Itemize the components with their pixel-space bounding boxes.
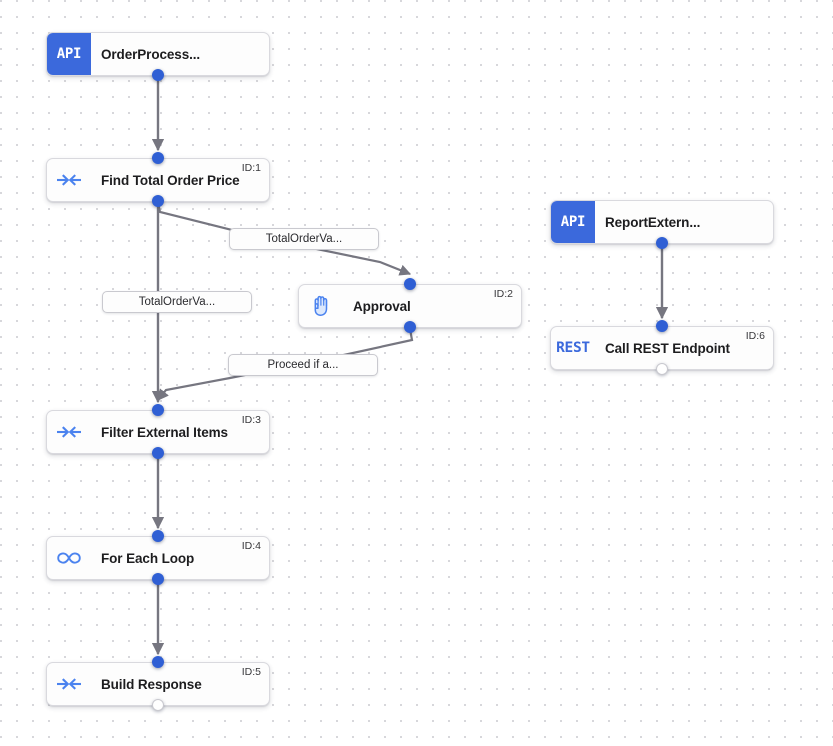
rest-badge-icon: REST xyxy=(556,340,590,356)
node-id-label: ID:5 xyxy=(241,666,261,678)
port-build-response-input[interactable] xyxy=(152,656,164,668)
edge-label-text: Proceed if a... xyxy=(267,359,339,371)
converging-arrows-icon xyxy=(47,159,91,201)
port-call-rest-output[interactable] xyxy=(656,363,668,375)
port-for-each-output[interactable] xyxy=(152,573,164,585)
node-id-label: ID:6 xyxy=(745,330,765,342)
port-call-rest-input[interactable] xyxy=(656,320,668,332)
port-filter-input[interactable] xyxy=(152,404,164,416)
port-find-total-output[interactable] xyxy=(152,195,164,207)
port-filter-output[interactable] xyxy=(152,447,164,459)
converging-arrows-icon xyxy=(47,411,91,453)
node-id-label: ID:3 xyxy=(241,414,261,426)
node-approval[interactable]: Approval ID:2 xyxy=(298,284,522,328)
node-id-label: ID:2 xyxy=(493,288,513,300)
edge-label-total-order-value-approval[interactable]: TotalOrderVa... xyxy=(229,228,379,250)
edge-label-text: TotalOrderVa... xyxy=(138,296,216,308)
node-title: Approval xyxy=(353,298,411,314)
node-for-each-loop[interactable]: For Each Loop ID:4 xyxy=(46,536,270,580)
edge-label-text: TotalOrderVa... xyxy=(265,233,343,245)
node-title: Build Response xyxy=(101,676,202,692)
infinity-loop-icon xyxy=(47,537,91,579)
port-order-process-output[interactable] xyxy=(152,69,164,81)
port-find-total-input[interactable] xyxy=(152,152,164,164)
port-report-extern-output[interactable] xyxy=(656,237,668,249)
port-build-response-output[interactable] xyxy=(152,699,164,711)
node-id-label: ID:1 xyxy=(241,162,261,174)
node-title: For Each Loop xyxy=(101,550,195,566)
node-order-process[interactable]: API OrderProcess... xyxy=(46,32,270,76)
edge-label-proceed-if-approved[interactable]: Proceed if a... xyxy=(228,354,378,376)
node-title: ReportExtern... xyxy=(605,214,701,230)
node-title: Find Total Order Price xyxy=(101,172,240,188)
node-title: Call REST Endpoint xyxy=(605,340,730,356)
converging-arrows-icon xyxy=(47,663,91,705)
hand-icon xyxy=(299,285,343,327)
node-id-label: ID:4 xyxy=(241,540,261,552)
api-badge-icon: API xyxy=(551,201,595,243)
node-build-response[interactable]: Build Response ID:5 xyxy=(46,662,270,706)
edge-label-total-order-value-filter[interactable]: TotalOrderVa... xyxy=(102,291,252,313)
port-for-each-input[interactable] xyxy=(152,530,164,542)
port-approval-input[interactable] xyxy=(404,278,416,290)
node-title: OrderProcess... xyxy=(101,46,201,62)
port-approval-output[interactable] xyxy=(404,321,416,333)
api-badge-icon: API xyxy=(47,33,91,75)
node-title: Filter External Items xyxy=(101,424,228,440)
